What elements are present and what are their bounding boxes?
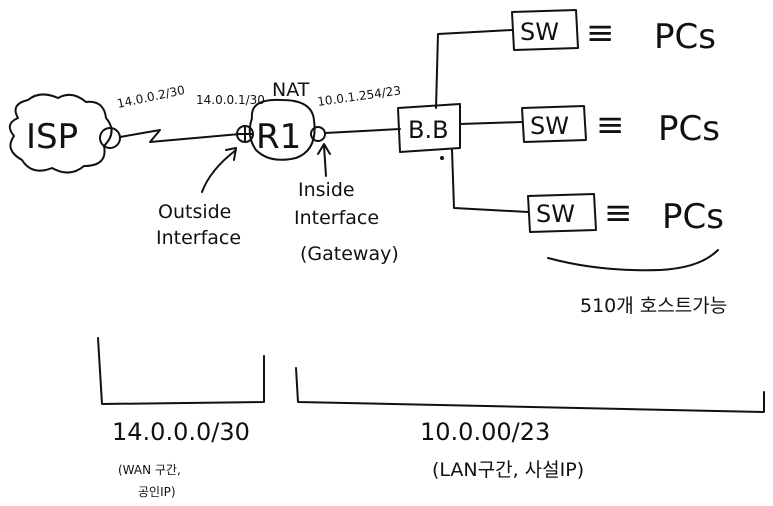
inside-label-2: Interface: [294, 207, 379, 229]
inside-interface-icon: [310, 126, 326, 142]
wan-desc-2: 공인IP): [138, 485, 176, 499]
switch-3: [527, 193, 597, 233]
wan-net-label: 14.0.0.0/30: [112, 418, 250, 446]
inside-arrow: [323, 145, 327, 177]
equiv-1-icon: ≡: [586, 13, 615, 53]
link-bb-sw1: [435, 29, 513, 109]
lan-net-label: 10.0.00/23: [420, 418, 550, 446]
link-bb-sw2: [459, 121, 523, 125]
host-count-label: 510개 호스트가능: [580, 295, 727, 317]
outside-label-1: Outside: [158, 201, 231, 223]
outside-arrowhead: [225, 147, 237, 161]
switch-2-label: SW: [530, 112, 569, 140]
wan-desc-1: (WAN 구간,: [118, 463, 181, 477]
inside-label-1: Inside: [298, 179, 355, 201]
backbone-label: B.B: [408, 116, 449, 144]
lan-link-r1-bb: [324, 128, 401, 134]
switch-3-label: SW: [536, 200, 575, 228]
nat-label: NAT: [272, 79, 310, 101]
inside-label-3: (Gateway): [300, 243, 399, 265]
outside-arrow: [201, 149, 237, 193]
isp-ip-label: 14.0.0.2/30: [116, 83, 186, 111]
wan-serial-link: [119, 129, 241, 143]
lan-range-bracket: [295, 367, 765, 413]
isp-label: ISP: [26, 117, 78, 157]
wan-range-bracket: [97, 337, 265, 405]
equiv-2-icon: ≡: [596, 105, 625, 145]
link-bb-sw3: [451, 149, 529, 213]
switch-1-label: SW: [520, 18, 559, 46]
router-label: R1: [256, 117, 301, 157]
backbone-bb: [397, 103, 461, 153]
lan-desc: (LAN구간, 사설IP): [432, 459, 584, 481]
switch-2: [521, 105, 587, 143]
bb-dot: [440, 156, 444, 160]
host-count-brace: [547, 249, 719, 272]
equiv-3-icon: ≡: [604, 193, 633, 233]
switch-1: [511, 9, 579, 51]
pcs-2-label: PCs: [658, 109, 720, 149]
pcs-3-label: PCs: [662, 197, 724, 237]
router-r1: [248, 98, 316, 161]
outside-ip-label: 14.0.0.1/30: [196, 93, 265, 107]
outside-label-2: Interface: [156, 227, 241, 249]
inside-ip-label: 10.0.1.254/23: [316, 83, 401, 109]
pcs-1-label: PCs: [654, 17, 716, 57]
inside-arrowhead: [317, 143, 331, 155]
